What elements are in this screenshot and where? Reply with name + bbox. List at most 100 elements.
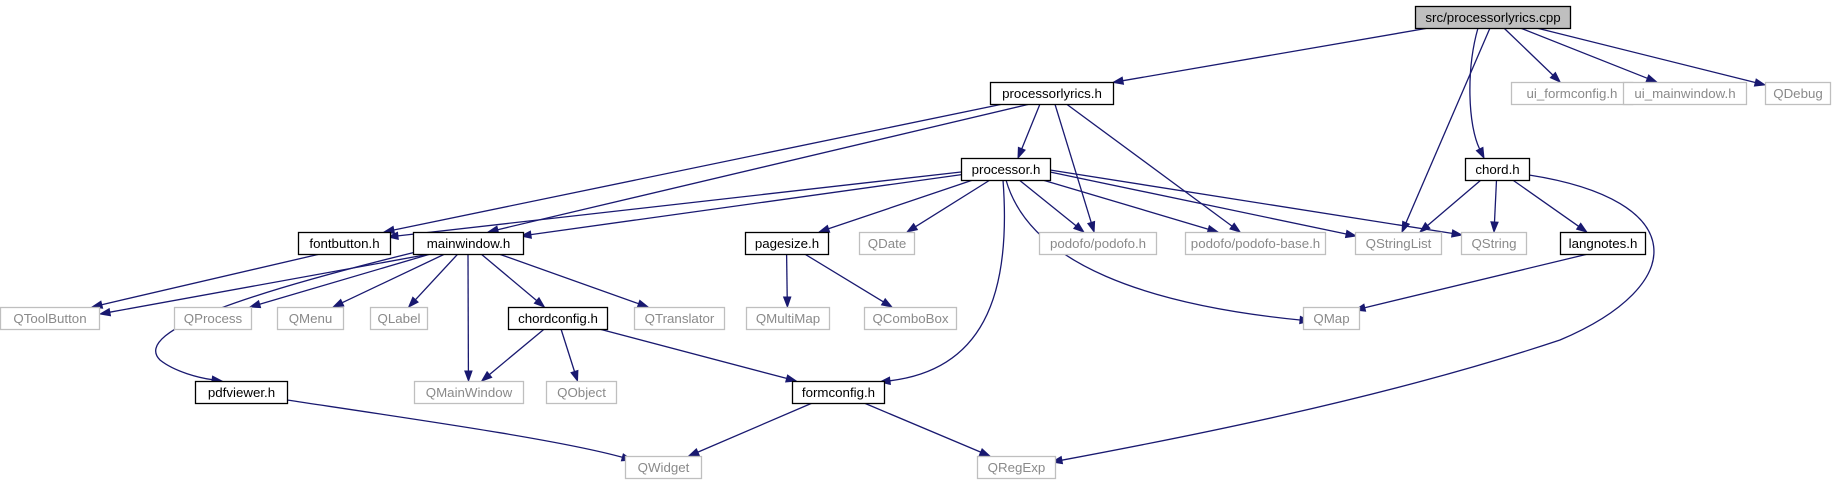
- node-label: QDate: [868, 236, 906, 251]
- arrowhead-pagesize_h>QComboBox: [880, 297, 894, 308]
- node-label: QMenu: [289, 311, 333, 326]
- arrowhead-mainwindow_h>chordconfig_h: [533, 296, 546, 308]
- arrowhead-root>QDebug: [1753, 78, 1767, 87]
- node-formconfig-h[interactable]: formconfig.h: [791, 380, 886, 405]
- edge-processorlyrics-h-to-fontbutton-h: [382, 103, 1004, 235]
- arrowhead-mainwindow_h>QMainWindow: [464, 370, 473, 383]
- edge-processorlyrics-h-to-podofo-base-h: [1066, 103, 1242, 233]
- edge-line: [828, 179, 974, 230]
- node-mainwindow-h[interactable]: mainwindow.h: [412, 231, 525, 256]
- node-QDate: QDate: [858, 231, 916, 256]
- edge-line: [498, 253, 639, 305]
- node-box: [624, 455, 703, 480]
- node-label: QWidget: [638, 460, 690, 475]
- node-box: [1354, 231, 1443, 256]
- node-box: [863, 306, 958, 331]
- arrowhead-processorlyrics_h>podofo_h: [1086, 220, 1096, 234]
- edge-processor-h-to-podofo-h: [1018, 179, 1085, 233]
- node-podofo-h: podofo/podofo.h: [1038, 231, 1158, 256]
- edge-mainwindow-h-to-QMenu: [331, 253, 446, 308]
- node-root[interactable]: src/processorlyrics.cpp: [1414, 5, 1572, 30]
- edge-line: [1049, 171, 1347, 235]
- edge-processorlyrics-h-to-mainwindow-h: [486, 103, 1031, 234]
- node-chord-h[interactable]: chord.h: [1464, 157, 1531, 182]
- node-label: src/processorlyrics.cpp: [1425, 10, 1560, 25]
- node-langnotes-h[interactable]: langnotes.h: [1559, 231, 1647, 256]
- edge-line: [488, 328, 545, 376]
- edge-processor-h-to-QString: [1049, 169, 1464, 238]
- node-label: langnotes.h: [1569, 236, 1638, 251]
- node-QRegExp: QRegExp: [976, 455, 1057, 480]
- node-box: [276, 306, 345, 331]
- node-ui-formconfig-h: ui_formconfig.h: [1510, 81, 1634, 106]
- node-QMenu: QMenu: [276, 306, 345, 331]
- node-box: [194, 380, 289, 405]
- node-box: [1460, 231, 1528, 256]
- arrowhead-root>ui_formconfig_h: [1549, 71, 1562, 84]
- node-box: [545, 380, 618, 405]
- edge-line: [497, 103, 1031, 231]
- arrowhead-chord_h>langnotes_h: [1575, 222, 1589, 233]
- edge-fontbutton-h-to-QToolButton: [90, 253, 321, 309]
- edge-line: [480, 253, 538, 302]
- edge-pagesize-h-to-QComboBox: [804, 253, 894, 308]
- node-label: QObject: [557, 385, 606, 400]
- edge-root-to-ui-formconfig-h: [1503, 27, 1562, 84]
- edge-processor-h-to-podofo-base-h: [1042, 179, 1220, 234]
- edge-line: [1066, 103, 1233, 227]
- node-label: ui_formconfig.h: [1527, 86, 1618, 101]
- node-box: [297, 231, 392, 256]
- edge-line: [393, 103, 1004, 231]
- edge-root-to-QDebug: [1536, 27, 1767, 87]
- edge-line: [1049, 169, 1453, 235]
- edge-root-to-processorlyrics-h: [1111, 27, 1429, 85]
- node-processorlyrics-h[interactable]: processorlyrics.h: [989, 81, 1115, 106]
- node-box: [633, 306, 726, 331]
- node-box: [1302, 306, 1361, 331]
- edge-line: [101, 253, 321, 306]
- node-label: podofo/podofo-base.h: [1191, 236, 1320, 251]
- arrowhead-chordconfig_h>formconfig_h: [785, 374, 798, 383]
- node-label: chordconfig.h: [518, 311, 598, 326]
- node-QMap: QMap: [1302, 306, 1361, 331]
- node-box: [1764, 81, 1832, 106]
- node-fontbutton-h[interactable]: fontbutton.h: [297, 231, 392, 256]
- node-box: [976, 455, 1057, 480]
- node-box: [1414, 5, 1572, 30]
- edge-line: [1427, 179, 1482, 226]
- edge-line: [1503, 27, 1554, 76]
- arrowhead-pagesize_h>QMultiMap: [782, 296, 792, 309]
- arrowhead-root>chord_h: [1475, 146, 1485, 160]
- node-label: QString: [1471, 236, 1516, 251]
- arrowhead-chord_h>QStringList: [1418, 221, 1431, 233]
- edge-chordconfig-h-to-formconfig-h: [599, 328, 798, 383]
- edge-processorlyrics-h-to-podofo-h: [1054, 103, 1096, 234]
- arrowhead-processorlyrics_h>podofo_base_h: [1229, 222, 1242, 233]
- edge-processor-h-to-QDate: [905, 179, 991, 233]
- node-pagesize-h[interactable]: pagesize.h: [744, 231, 830, 256]
- node-QDebug: QDebug: [1764, 81, 1832, 106]
- node-label: fontbutton.h: [309, 236, 379, 251]
- arrowhead-processor_h>formconfig_h: [878, 376, 891, 386]
- node-QStringList: QStringList: [1354, 231, 1443, 256]
- node-chordconfig-h[interactable]: chordconfig.h: [507, 306, 609, 331]
- node-label: podofo/podofo.h: [1050, 236, 1146, 251]
- edge-line: [1364, 253, 1589, 309]
- arrowhead-root>processorlyrics_h: [1111, 76, 1125, 85]
- node-podofo-base-h: podofo/podofo-base.h: [1184, 231, 1327, 256]
- edge-root-to-QStringList: [1401, 27, 1491, 234]
- node-label: QMap: [1313, 311, 1349, 326]
- edge-line: [1493, 179, 1498, 223]
- edge-line: [155, 250, 421, 381]
- node-label: formconfig.h: [802, 385, 875, 400]
- node-label: QStringList: [1366, 236, 1432, 251]
- edge-mainwindow-h-to-chordconfig-h: [480, 253, 546, 308]
- node-processor-h[interactable]: processor.h: [960, 157, 1052, 182]
- node-QWidget: QWidget: [624, 455, 703, 480]
- node-label: processor.h: [972, 162, 1041, 177]
- node-label: chord.h: [1475, 162, 1519, 177]
- node-box: [791, 380, 886, 405]
- node-pdfviewer-h[interactable]: pdfviewer.h: [194, 380, 289, 405]
- edge-formconfig-h-to-QWidget: [687, 402, 813, 457]
- arrowhead-processor_h>QDate: [905, 222, 919, 233]
